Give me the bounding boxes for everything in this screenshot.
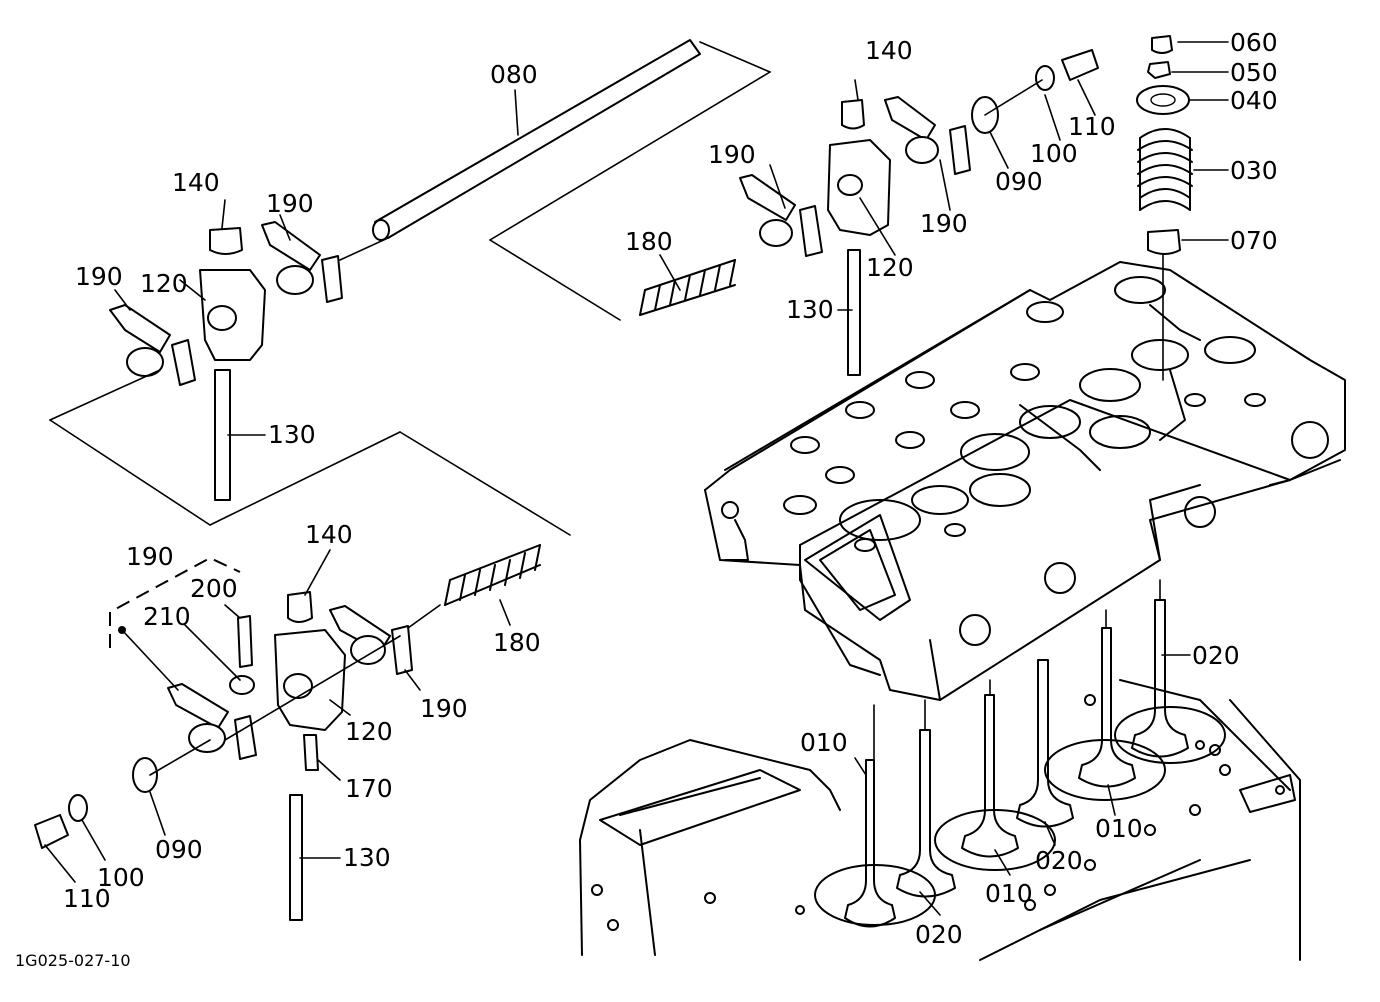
- callout-130-left: 130: [268, 420, 316, 449]
- callout-010-c: 010: [1095, 814, 1143, 843]
- rocker-assembly-bottom-left: [34, 556, 441, 921]
- callout-130-bottom: 130: [343, 843, 391, 872]
- callout-labels: 060 050 040 030 070 020 080 110 100 090 …: [63, 28, 1278, 949]
- rocker-shaft: [339, 39, 771, 321]
- callout-090-top: 090: [995, 167, 1043, 196]
- callout-020-a: 020: [915, 920, 963, 949]
- callout-190-bottom: 190: [420, 694, 468, 723]
- callout-070: 070: [1230, 226, 1278, 255]
- callout-010-a: 010: [800, 728, 848, 757]
- cylinder-head: [704, 261, 1346, 701]
- drawing-code: 1G025-027-10: [15, 951, 131, 970]
- callout-leaders: [44, 41, 1229, 916]
- callout-120-top-right: 120: [866, 253, 914, 282]
- callout-090-bottom: 090: [155, 835, 203, 864]
- callout-180-bottom: 180: [493, 628, 541, 657]
- callout-190-left-b: 190: [75, 262, 123, 291]
- callout-020-right: 020: [1192, 641, 1240, 670]
- callout-190-top-right-b: 190: [920, 209, 968, 238]
- callout-210: 210: [143, 602, 191, 631]
- callout-200: 200: [190, 574, 238, 603]
- callout-140-left: 140: [172, 168, 220, 197]
- callout-080: 080: [490, 60, 538, 89]
- callout-050: 050: [1230, 58, 1278, 87]
- callout-030: 030: [1230, 156, 1278, 185]
- callout-110-bottom: 110: [63, 884, 111, 913]
- callout-190-bottom-left: 190: [126, 542, 174, 571]
- callout-120-bottom: 120: [345, 717, 393, 746]
- callout-190-left-a: 190: [266, 189, 314, 218]
- rocker-assembly-top-right: [739, 49, 1099, 376]
- callout-120-left: 120: [140, 269, 188, 298]
- rocker-assembly-top-left: [49, 221, 571, 536]
- callout-110-top: 110: [1068, 112, 1116, 141]
- callout-180-top: 180: [625, 227, 673, 256]
- spring-top: [639, 259, 736, 316]
- valves: [844, 579, 1189, 928]
- callout-190-top-right-a: 190: [708, 140, 756, 169]
- callout-140-bottom: 140: [305, 520, 353, 549]
- callout-040: 040: [1230, 86, 1278, 115]
- callout-130-top-right: 130: [786, 295, 834, 324]
- valve-spring-stack: [1136, 35, 1193, 381]
- callout-100-bottom: 100: [97, 863, 145, 892]
- callout-170: 170: [345, 774, 393, 803]
- callout-140-top: 140: [865, 36, 913, 65]
- callout-010-b: 010: [985, 879, 1033, 908]
- spring-bottom: [444, 544, 541, 606]
- callout-100-top: 100: [1030, 139, 1078, 168]
- cylinder-block: [579, 679, 1301, 961]
- callout-020-b: 020: [1035, 846, 1083, 875]
- callout-060: 060: [1230, 28, 1278, 57]
